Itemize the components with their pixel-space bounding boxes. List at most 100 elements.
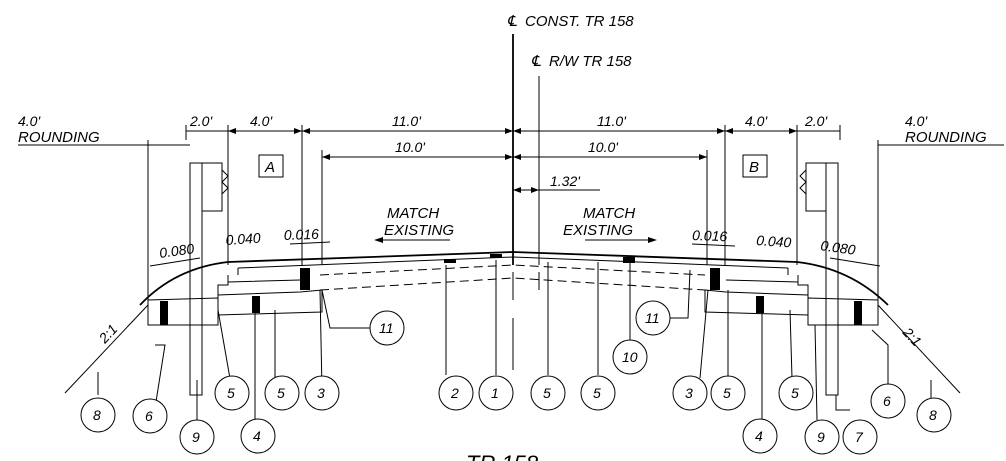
slope-left-outer: 0.080: [158, 240, 195, 261]
callout-text: 10: [622, 349, 638, 365]
existing-dash-2: [319, 277, 706, 291]
callout-circle: [80, 397, 116, 433]
match-left-2: EXISTING: [384, 222, 454, 239]
callout-text: 5: [543, 385, 551, 401]
existing-dash-1: [319, 264, 706, 276]
box-b: [742, 154, 768, 178]
callout-text: 3: [317, 385, 325, 401]
left-guardrail-beam: [201, 162, 223, 212]
callout-circle: [804, 419, 840, 455]
right-inner-joint: [710, 268, 720, 290]
callout-circle: [842, 419, 878, 455]
match-left-arrowhead: [374, 237, 383, 243]
callout-text: 3: [685, 385, 693, 401]
dim-right-11ft: 11.0': [597, 113, 627, 129]
callout-circle: [304, 375, 340, 411]
section-title-partial: TR 158: [466, 451, 539, 461]
callout-circle: [478, 375, 514, 411]
callout-circle: [672, 375, 708, 411]
joint-marker-1: [490, 254, 502, 258]
rounding-left-word: ROUNDING: [18, 129, 100, 146]
callouts: 8 6 9 5 4 5 3 11 2 1 5 5 10 3 5 11 4 5: [80, 300, 952, 455]
match-right-2: EXISTING: [563, 222, 633, 239]
callout-text: 11: [379, 320, 394, 336]
callout-circle: [870, 383, 906, 419]
callout-leaders: [97, 260, 932, 428]
left-guardrail-detail: [221, 169, 229, 195]
callout-text: 5: [227, 385, 235, 401]
left-base-block: [217, 289, 323, 316]
right-side-slope: [877, 304, 961, 394]
joint-marker-10: [623, 257, 635, 263]
slope-ratio-right: 2:1: [899, 323, 925, 349]
callout-text: 4: [755, 428, 763, 444]
right-guardrail-post: [825, 162, 839, 396]
dim-offset: 1.32': [550, 173, 581, 189]
cl-symbol-rw: ℄: [531, 53, 541, 70]
callout-text: 5: [593, 385, 601, 401]
callout-text: 5: [723, 385, 731, 401]
ten-ft-arrows: [322, 154, 707, 160]
callout-circle: [132, 398, 168, 434]
match-right-1: MATCH: [583, 205, 635, 222]
left-shoulder-block: [147, 297, 219, 326]
dim-left-10ft: 10.0': [395, 139, 426, 155]
rounding-right-dim: 4.0': [905, 113, 928, 129]
callout-text: 9: [817, 429, 825, 445]
callout-text: 8: [929, 407, 937, 423]
callout-circle: [710, 375, 746, 411]
callout-circle: [240, 418, 276, 454]
rounding-left-dim: 4.0': [18, 113, 41, 129]
callout-circle: [580, 375, 616, 411]
callout-text: 5: [277, 385, 285, 401]
callout-circle: [612, 339, 648, 375]
slope-left-mid: 0.040: [225, 230, 261, 248]
main-arrows: [228, 128, 797, 134]
right-base-joint: [756, 296, 764, 313]
offset-arrows: [513, 187, 539, 193]
callout-text: 6: [145, 408, 153, 424]
dim-right-4ft: 4.0': [745, 113, 768, 129]
callout-text: 11: [645, 310, 660, 326]
left-base-joint: [252, 296, 260, 313]
dim-right-10ft: 10.0': [588, 139, 619, 155]
right-shoulder-joint: [854, 301, 862, 325]
callout-circle: [214, 375, 250, 411]
layer-line-1: [237, 256, 789, 269]
callout-text: 2: [450, 385, 459, 401]
slope-left-inner: 0.016: [284, 226, 320, 243]
right-shoulder-block: [807, 297, 879, 326]
callout-text: 7: [855, 429, 864, 445]
callout-circle: [530, 375, 566, 411]
callout-text: 6: [883, 393, 891, 409]
dim-left-11ft: 11.0': [392, 113, 422, 129]
rounding-right-word: ROUNDING: [905, 129, 987, 146]
callout-circle: [778, 375, 814, 411]
joint-marker-2: [444, 259, 456, 263]
left-side-slope: [64, 304, 149, 394]
box-a-label: A: [264, 159, 275, 176]
box-a: [258, 154, 284, 178]
callout-text: 1: [491, 385, 499, 401]
callout-circle: [179, 419, 215, 455]
cl-rw-label: R/W TR 158: [549, 53, 632, 70]
slope-leaders: [149, 241, 881, 267]
slope-right-mid: 0.040: [756, 232, 792, 250]
left-guardrail-post: [189, 162, 203, 396]
match-left-1: MATCH: [387, 205, 439, 222]
right-guardrail-detail: [799, 169, 807, 195]
callout-circle: [635, 300, 671, 336]
match-right-arrowhead: [648, 237, 657, 243]
dim-left-2ft: 2.0': [189, 113, 213, 129]
layer-ends-1: [237, 268, 789, 275]
dim-left-4ft: 4.0': [250, 113, 273, 129]
callout-circle: [264, 375, 300, 411]
box-b-label: B: [749, 159, 759, 176]
right-guardrail-beam: [805, 162, 827, 212]
callout-circle: [438, 375, 474, 411]
finished-surface: [139, 251, 889, 306]
slope-right-inner: 0.016: [692, 227, 728, 244]
callout-text: 5: [791, 385, 799, 401]
slope-ratio-left: 2:1: [95, 321, 121, 347]
